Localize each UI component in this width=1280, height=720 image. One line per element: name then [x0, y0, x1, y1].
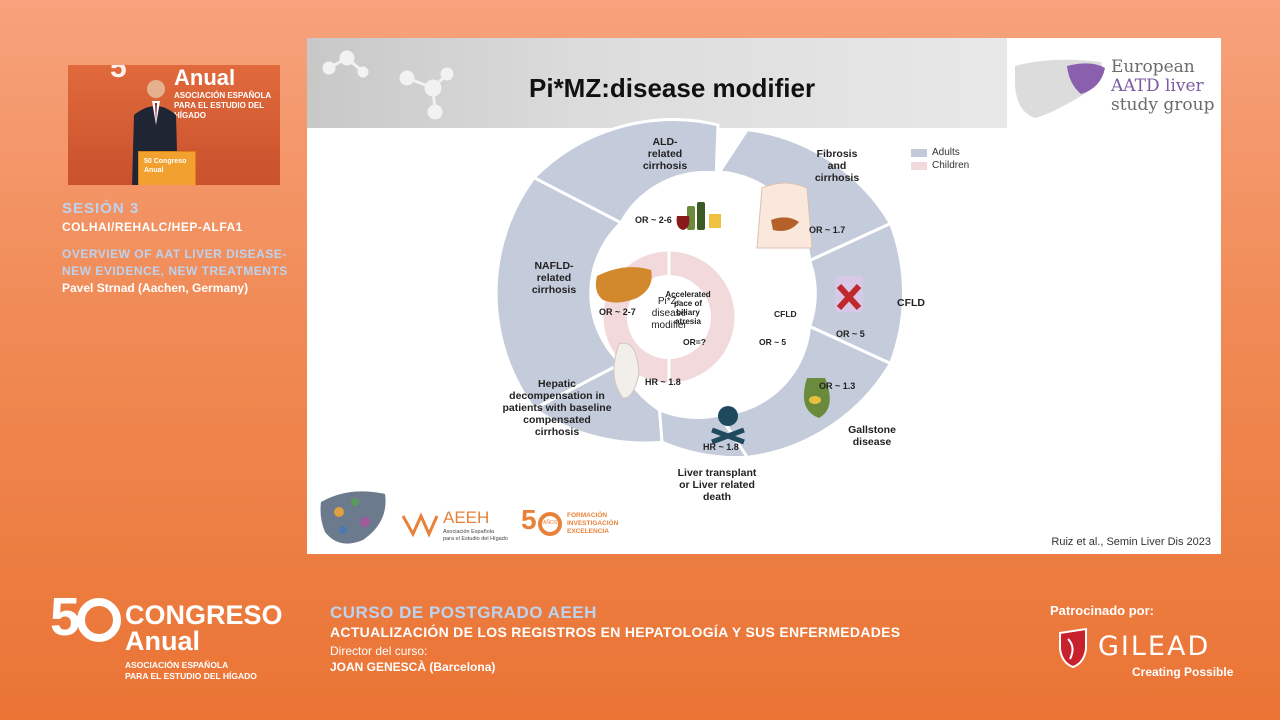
children-cfld-value: OR ~ 5 — [759, 337, 787, 347]
course-title: CURSO DE POSTGRADO AEEH — [330, 603, 597, 622]
center-label: Pi*Z- disease modifier — [651, 296, 687, 331]
value-transplant: HR ~ 1.8 — [703, 442, 739, 452]
congress-subtitle: ASOCIACIÓN ESPAÑOLA PARA EL ESTUDIO DEL … — [125, 660, 257, 681]
video-anual-text: Anual — [174, 65, 236, 90]
label-cfld: CFLD — [897, 297, 925, 309]
label-nafld: NAFLD- related cirrhosis — [531, 260, 577, 296]
european-aatd-logo: European AATD liver study group — [1007, 46, 1221, 126]
value-nafld: OR ~ 2-7 — [599, 307, 636, 317]
segment-nafld — [494, 175, 624, 411]
gilead-logo: GILEAD Creating Possible — [1056, 627, 1246, 687]
congress-50-mark: 5 — [50, 587, 80, 647]
legend-item-adults: Adults — [911, 146, 969, 159]
congress-anual: Anual — [125, 626, 201, 656]
gallbladder-icon — [803, 378, 830, 418]
label-transplant: Liver transplant or Liver related death — [677, 467, 757, 503]
congress-congreso: CONGRESO — [125, 600, 283, 630]
liver-mosaic-logo — [320, 491, 386, 544]
congress-zero-ring — [77, 598, 121, 642]
speaker-name: Pavel Strnad (Aachen, Germany) — [62, 281, 249, 295]
label-gallstone: Gallstone disease — [848, 424, 896, 448]
label-hepatic: Hepatic decompensation in patients with … — [502, 378, 612, 438]
legend-swatch — [911, 161, 927, 170]
sponsor-tagline: Creating Possible — [1132, 665, 1234, 679]
value-gallstone: OR ~ 1.3 — [819, 381, 856, 391]
torso-icon — [756, 182, 813, 249]
slide-title: Pi*MZ:disease modifier — [529, 73, 816, 103]
speaker-video: 5 Anual ASOCIACIÓN ESPAÑOLA PARA EL ESTU… — [68, 65, 280, 185]
bottles-icon — [676, 202, 721, 230]
skull-icon — [711, 406, 745, 445]
children-cfld-label: CFLD — [774, 309, 797, 319]
podium: 50 Congreso Anual — [138, 151, 196, 185]
label-fibrosis: Fibrosis and cirrhosis — [814, 148, 860, 184]
legend-item-children: Children — [911, 159, 969, 172]
director-name: JOAN GENESCÀ (Barcelona) — [330, 660, 496, 674]
liver-icon — [1015, 59, 1105, 118]
talk-title: OVERVIEW OF AAT LIVER DISEASE-NEW EVIDEN… — [62, 247, 288, 278]
cell-icon — [835, 276, 863, 312]
molecule-icon — [322, 50, 454, 120]
video-50-logo: 5 — [110, 65, 127, 84]
slide-header: Pi*MZ:disease modifier — [307, 38, 1007, 128]
course-subtitle: ACTUALIZACIÓN DE LOS REGISTROS EN HEPATO… — [330, 624, 901, 640]
value-hepatic: HR ~ 1.8 — [645, 377, 681, 387]
children-biliary-label: Accelerated pace of biliary atresia — [665, 290, 711, 326]
anniversary-zero-ring — [538, 512, 562, 536]
session-label: SESIÓN 3 — [62, 200, 140, 217]
video-subtitle: ASOCIACIÓN ESPAÑOLA PARA EL ESTUDIO DEL … — [174, 91, 272, 120]
legend-swatch — [911, 148, 927, 157]
value-fibrosis: OR ~ 1.7 — [809, 225, 846, 235]
sponsor-label: Patrocinado por: — [1050, 603, 1155, 618]
nafld-liver-icon — [595, 267, 652, 303]
segment-ald — [531, 118, 720, 225]
citation: Ruiz et al., Semin Liver Dis 2023 — [1051, 536, 1211, 548]
aeeh-mark-icon — [401, 512, 439, 538]
logo-text: European AATD liver study group — [1111, 57, 1215, 115]
anniversary-50-mark: 5 — [521, 504, 537, 535]
session-groups: COLHAI/REHALC/HEP-ALFA1 — [62, 220, 243, 234]
session-info: SESIÓN 3 COLHAI/REHALC/HEP-ALFA1 OVERVIE… — [62, 200, 302, 295]
director-label: Director del curso: — [330, 644, 428, 658]
sponsor-block: Patrocinado por: GILEAD Creating Possibl… — [1050, 603, 1233, 679]
children-biliary-value: OR=? — [683, 337, 706, 347]
course-info: CURSO DE POSTGRADO AEEH ACTUALIZACIÓN DE… — [330, 603, 900, 674]
congress-logo: 5 CONGRESO Anual ASOCIACIÓN ESPAÑOLA PAR… — [50, 587, 320, 692]
aeeh-logo: AEEH Asociación Española para el Estudio… — [399, 508, 508, 543]
presentation-slide: Pi*MZ:disease modifier European AATD liv… — [307, 38, 1221, 554]
value-ald: OR ~ 2-6 — [635, 215, 672, 225]
sponsor-name: GILEAD — [1098, 631, 1211, 662]
value-cfld: OR ~ 5 — [836, 329, 865, 339]
legend: Adults Children — [911, 146, 969, 172]
label-ald: ALD- related cirrhosis — [642, 136, 688, 172]
liver-scan-icon — [613, 342, 640, 399]
disease-modifier-diagram — [494, 118, 905, 460]
gilead-shield-icon — [1059, 627, 1087, 669]
